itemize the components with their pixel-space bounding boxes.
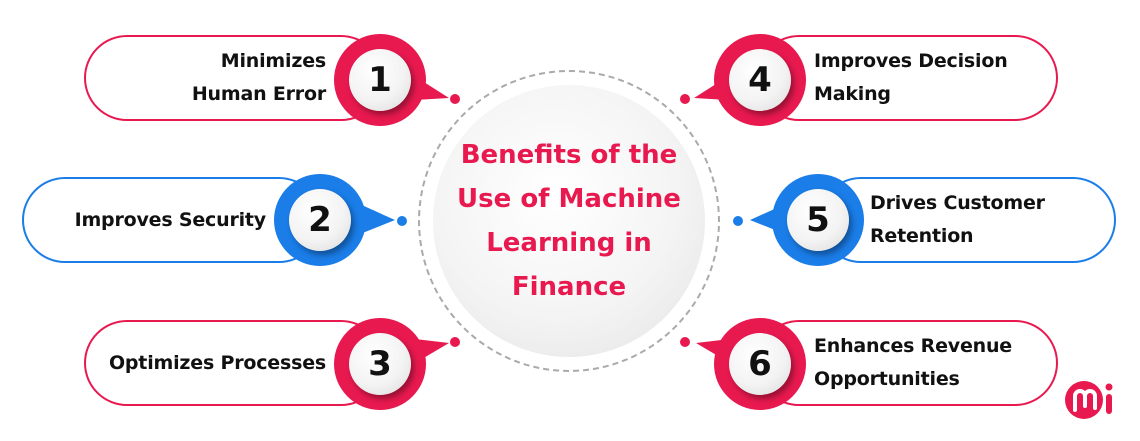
diagram-title: Benefits of the Use of Machine Learning …	[457, 140, 681, 302]
benefit-5-line2: Retention	[870, 225, 974, 247]
badge-5: 5	[772, 174, 864, 266]
benefit-6-line2: Opportunities	[814, 368, 960, 390]
benefit-2-line1: Improves Security	[74, 208, 267, 231]
badge-5-number: 5	[787, 189, 849, 251]
connector-dot-2	[397, 216, 407, 226]
benefit-4-line2: Making	[814, 83, 891, 105]
benefit-1-line2: Human Error	[191, 83, 326, 105]
benefit-5-line1: Drives Customer	[870, 192, 1045, 214]
benefit-1-line1: Minimizes	[220, 50, 326, 72]
benefit-card-2: Improves Security	[22, 177, 322, 263]
benefit-card-5: Drives Customer Retention	[818, 177, 1116, 263]
connector-dot-4	[680, 94, 690, 104]
center-dashed-ring	[418, 70, 720, 372]
benefit-6-line1: Enhances Revenue	[814, 335, 1012, 357]
badge-3: 3	[334, 318, 426, 410]
center-circle: Benefits of the Use of Machine Learning …	[433, 85, 705, 357]
connector-dot-5	[733, 216, 743, 226]
benefit-3-line1: Optimizes Processes	[108, 351, 326, 374]
connector-dot-6	[680, 337, 690, 347]
connector-dot-1	[450, 94, 460, 104]
badge-2: 2	[274, 174, 366, 266]
badge-3-number: 3	[349, 333, 411, 395]
mi-logo-icon	[1065, 381, 1113, 419]
badge-4: 4	[714, 34, 806, 126]
badge-4-number: 4	[729, 49, 791, 111]
connector-dot-3	[450, 337, 460, 347]
badge-6-number: 6	[729, 333, 791, 395]
badge-1-number: 1	[349, 49, 411, 111]
badge-6: 6	[714, 318, 806, 410]
benefit-4-line1: Improves Decision	[814, 50, 1008, 72]
benefit-card-6: Enhances Revenue Opportunities	[756, 320, 1058, 406]
badge-2-number: 2	[289, 189, 351, 251]
badge-1: 1	[334, 34, 426, 126]
